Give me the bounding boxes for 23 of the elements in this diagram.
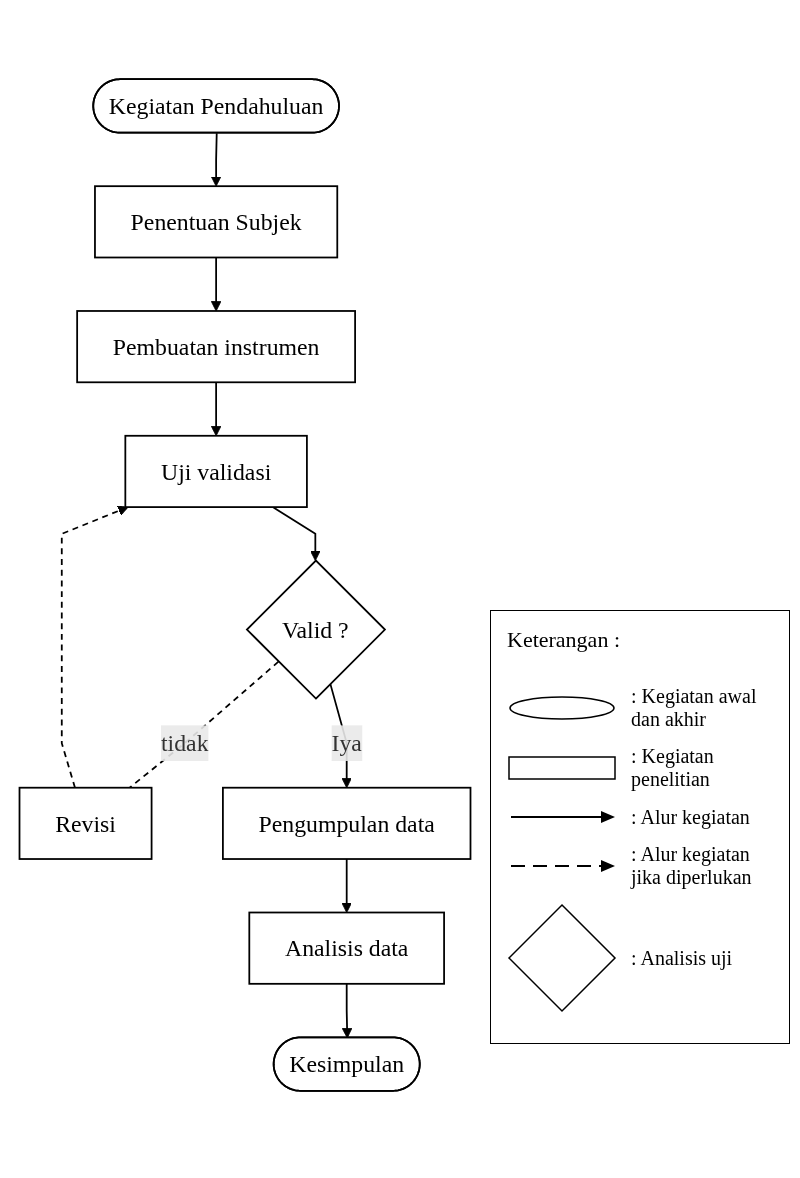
legend-text: : Alur kegiatan (631, 805, 750, 829)
arrow (210, 381, 222, 437)
node-box: Pengumpulan data (222, 786, 472, 860)
node-box: Pembuatan instrumen (76, 310, 356, 384)
arrow (341, 858, 352, 913)
node-box: Uji validasi (124, 434, 308, 508)
node-box: Penentuan Subjek (94, 185, 339, 259)
edge-label: tidak (160, 730, 209, 757)
connector (128, 660, 280, 789)
legend-title: Keterangan : (507, 627, 620, 653)
arrow (271, 506, 321, 562)
arrow (210, 132, 222, 187)
legend-text: : Kegiatan penelitian (631, 745, 715, 791)
node-box: Analisis data (248, 911, 445, 985)
arrow (341, 982, 353, 1039)
legend-text: : Alur kegiatan jika diperlukan (631, 843, 753, 889)
arrow (210, 256, 222, 312)
arrow (60, 505, 129, 789)
edge-label: Iya (331, 730, 362, 757)
legend-text: : Kegiatan awal dan akhir (631, 685, 758, 731)
node-diamond: Valid ? (245, 559, 387, 700)
node-box: Revisi (18, 786, 153, 860)
legend-text: : Analisis uji (631, 946, 733, 970)
